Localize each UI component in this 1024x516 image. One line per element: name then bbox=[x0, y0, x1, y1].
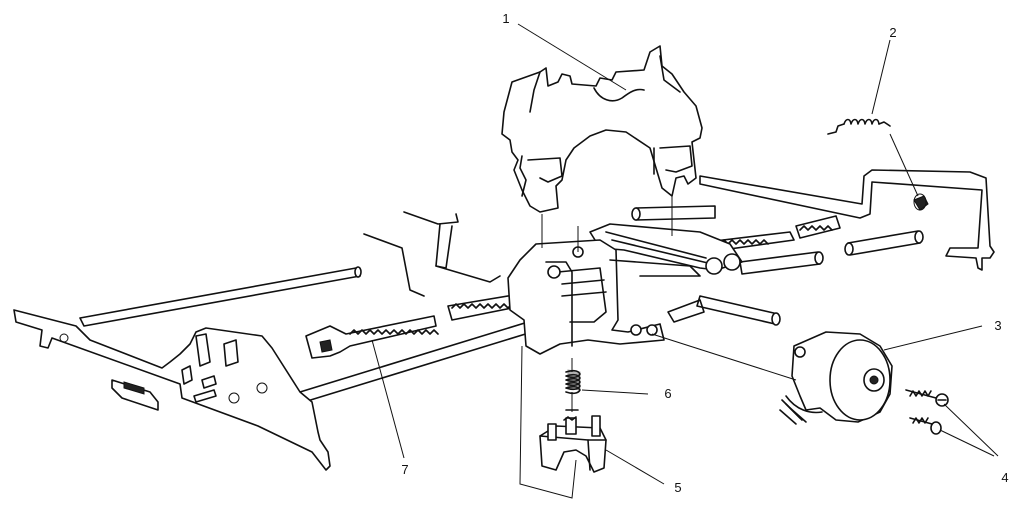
callout-2: 2 bbox=[889, 25, 896, 40]
callout-7: 7 bbox=[401, 462, 408, 477]
part-3-motor bbox=[779, 331, 893, 425]
rear-bracket bbox=[363, 211, 501, 297]
part-5-holder bbox=[539, 409, 607, 473]
leader-lines bbox=[371, 23, 999, 485]
part-7-rack bbox=[305, 315, 439, 359]
callout-1: 1 bbox=[502, 11, 509, 26]
part-1-cover bbox=[501, 45, 703, 213]
base-frame-plate bbox=[13, 309, 331, 471]
carriage-assembly bbox=[507, 223, 743, 355]
callout-labels: 1 2 3 4 5 6 7 bbox=[401, 11, 1008, 495]
callout-3: 3 bbox=[994, 318, 1001, 333]
part-4-screws bbox=[905, 389, 949, 435]
alignment-lines bbox=[519, 196, 797, 499]
callout-5: 5 bbox=[674, 480, 681, 495]
part-2-spring-bracket bbox=[699, 118, 995, 271]
callout-4: 4 bbox=[1001, 470, 1008, 485]
callout-6: 6 bbox=[664, 386, 671, 401]
part-6-spring bbox=[565, 369, 581, 395]
guide-rods bbox=[79, 205, 924, 403]
